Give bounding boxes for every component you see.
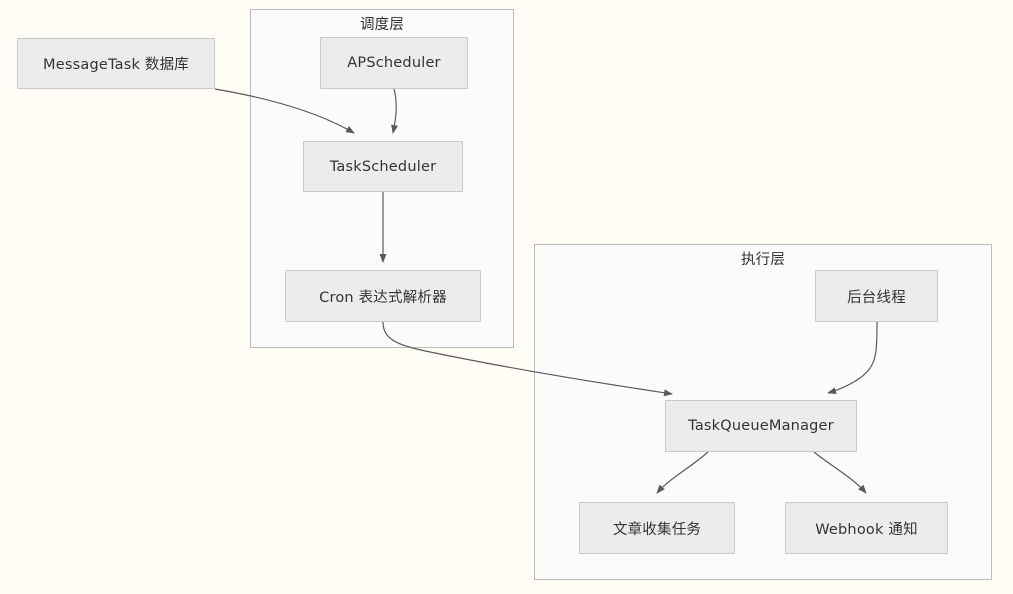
node-label-webhook-notify: Webhook 通知 [815,521,918,538]
node-article-collect-task[interactable]: 文章收集任务 [579,502,735,554]
node-label-apscheduler: APScheduler [347,55,441,71]
cluster-label-scheduling-layer: 调度层 [359,17,405,33]
node-label-article-collect-task: 文章收集任务 [612,521,702,538]
cluster-label-execution-layer: 执行层 [740,252,786,268]
node-background-thread[interactable]: 后台线程 [815,270,938,322]
node-message-task-db[interactable]: MessageTask 数据库 [17,38,215,89]
node-task-scheduler[interactable]: TaskScheduler [303,141,463,192]
node-label-cron-parser: Cron 表达式解析器 [319,289,447,306]
node-label-message-task-db: MessageTask 数据库 [43,57,189,73]
node-label-background-thread: 后台线程 [847,289,906,306]
node-webhook-notify[interactable]: Webhook 通知 [785,502,948,554]
node-task-queue-manager[interactable]: TaskQueueManager [665,400,857,452]
node-apscheduler[interactable]: APScheduler [320,37,468,89]
node-cron-parser[interactable]: Cron 表达式解析器 [285,270,481,322]
node-label-task-queue-manager: TaskQueueManager [688,418,834,434]
node-label-task-scheduler: TaskScheduler [329,158,437,175]
